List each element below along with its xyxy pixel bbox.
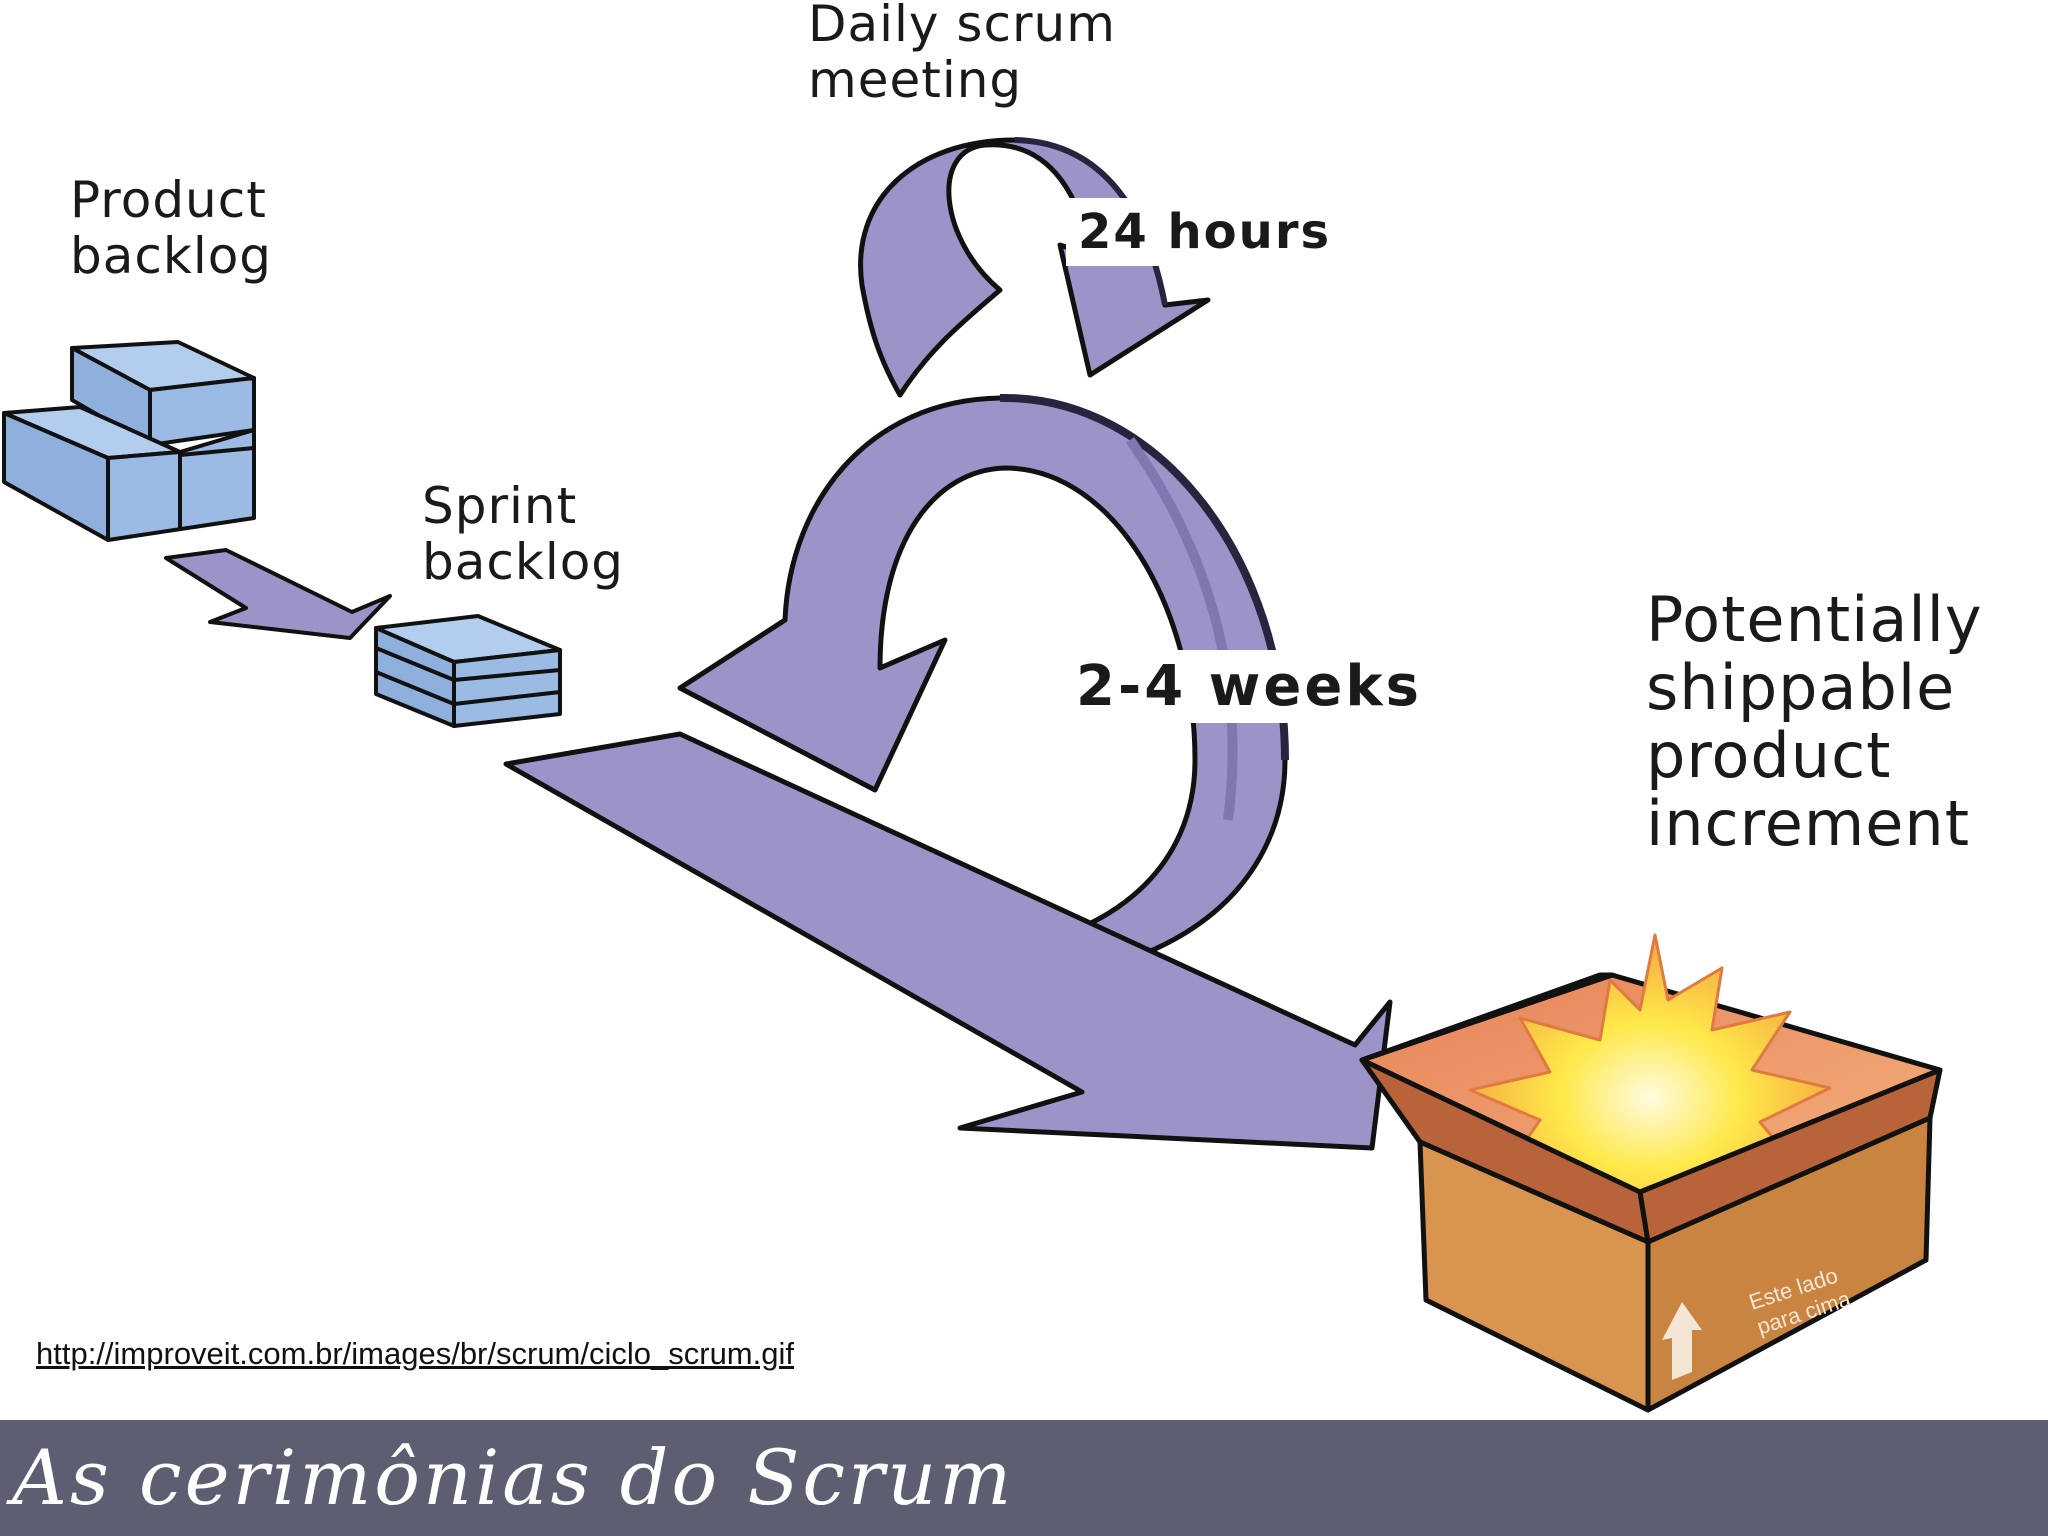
shippable-box-icon: Este lado para cima xyxy=(1359,933,1943,1413)
sprint-period-label: 2-4 weeks xyxy=(1066,650,1432,723)
increment-label: Potentially shippable product increment xyxy=(1646,583,1983,860)
backlog-flow-arrow xyxy=(164,548,392,640)
up-arrow-icon xyxy=(1662,1302,1702,1380)
slide-title: As cerimônias do Scrum xyxy=(12,1433,1015,1522)
product-backlog-label: Product backlog xyxy=(70,171,273,285)
sprint-backlog-icon xyxy=(374,614,562,728)
box-side-text: Este lado para cima xyxy=(1746,1261,1855,1340)
product-backlog-icon xyxy=(2,340,256,542)
daily-scrum-label: Daily scrum meeting xyxy=(808,0,1116,109)
sprint-backlog-label: Sprint backlog xyxy=(422,477,625,591)
daily-period-label: 24 hours xyxy=(1066,198,1344,266)
sprint-loop-arrow xyxy=(677,395,1288,985)
source-link[interactable]: http://improveit.com.br/images/br/scrum/… xyxy=(36,1336,794,1371)
scrum-cycle-diagram: Este lado para cima xyxy=(2,137,1943,1413)
title-bar: As cerimônias do Scrum xyxy=(0,1420,2048,1536)
